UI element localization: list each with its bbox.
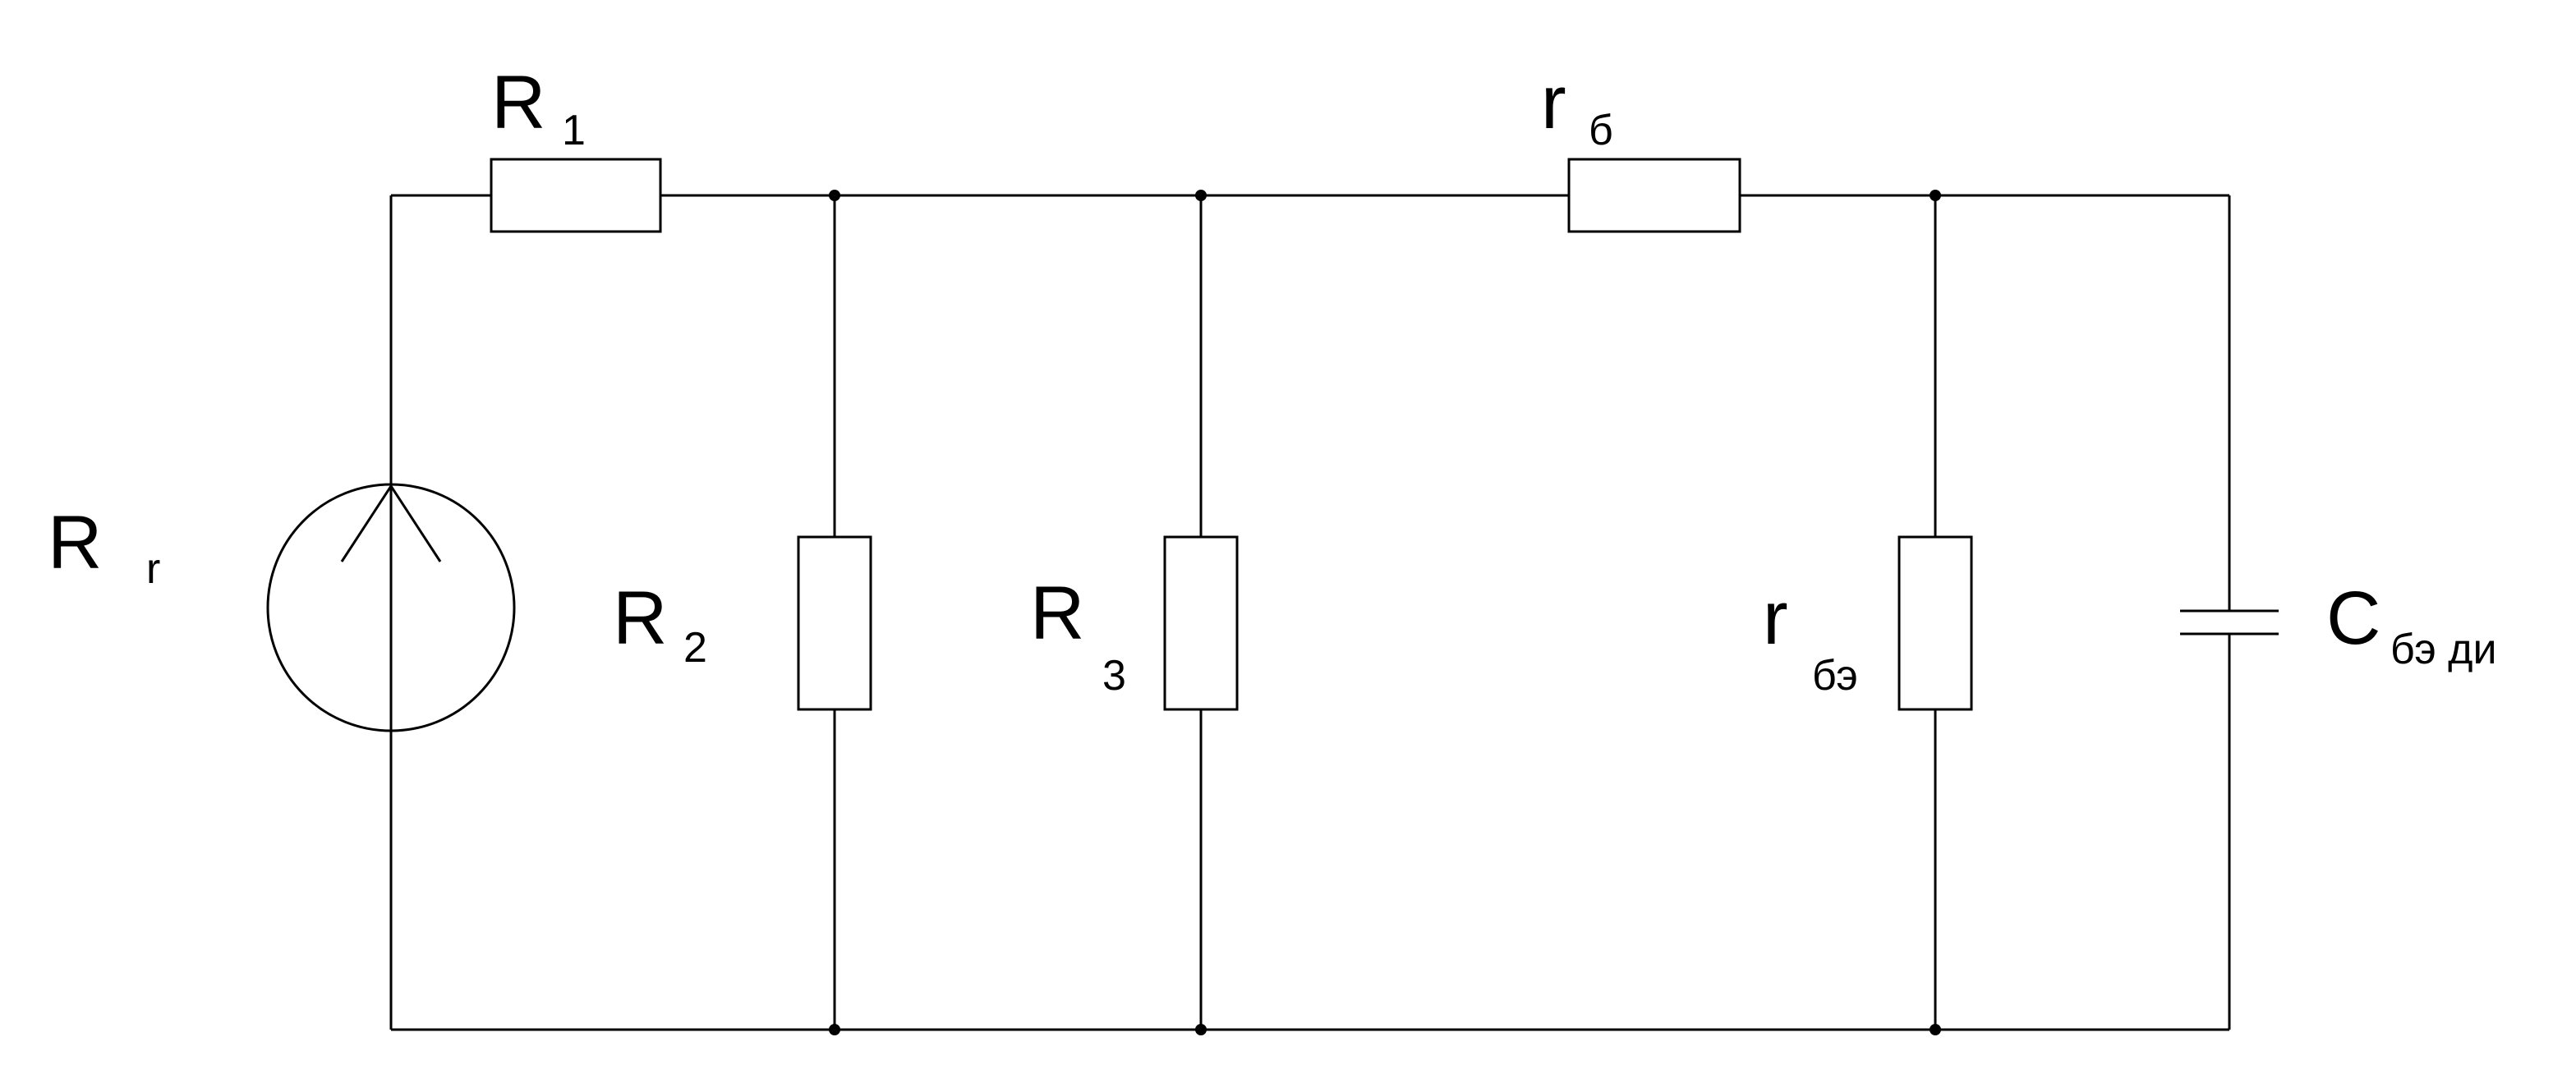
label-rb: r б [1541, 61, 1613, 154]
label-cap: C бэ ди [2326, 576, 2497, 673]
label-source-sub: r [146, 545, 160, 593]
label-r3-sub: 3 [1102, 652, 1126, 700]
label-cap-sub: бэ ди [2390, 626, 2497, 673]
label-r2-sub: 2 [683, 624, 707, 672]
current-source-arrow [340, 484, 442, 562]
label-rb-main: r [1541, 61, 1566, 145]
label-rbe-sub: бэ [1812, 652, 1858, 700]
label-cap-main: C [2326, 576, 2380, 660]
resistor-rbe [1898, 535, 1973, 711]
label-r2: R 2 [613, 576, 707, 672]
label-rbe-main: r [1763, 576, 1788, 660]
label-r1-sub: 1 [562, 107, 586, 154]
resistor-r3 [1163, 535, 1239, 711]
current-source [266, 483, 516, 732]
label-r1-main: R [491, 61, 545, 145]
label-r3: R 3 [1030, 571, 1126, 700]
label-source: R r [48, 501, 160, 593]
junction-dot [829, 1024, 840, 1035]
wires [389, 194, 2231, 1031]
resistor-rb [1567, 158, 1741, 233]
junction-dot [1195, 190, 1207, 201]
resistor-r1 [490, 158, 662, 233]
junctions [829, 190, 1941, 1035]
junction-dot [1930, 1024, 1941, 1035]
label-rb-sub: б [1589, 107, 1613, 154]
capacitor [2180, 609, 2279, 636]
resistor-r2 [797, 535, 872, 711]
label-source-main: R [48, 501, 102, 585]
junction-dot [1930, 190, 1941, 201]
label-r2-main: R [613, 576, 667, 660]
label-rbe: r бэ [1763, 576, 1858, 700]
junction-dot [829, 190, 840, 201]
label-r3-main: R [1030, 571, 1084, 655]
label-r1: R 1 [491, 61, 586, 154]
junction-dot [1195, 1024, 1207, 1035]
